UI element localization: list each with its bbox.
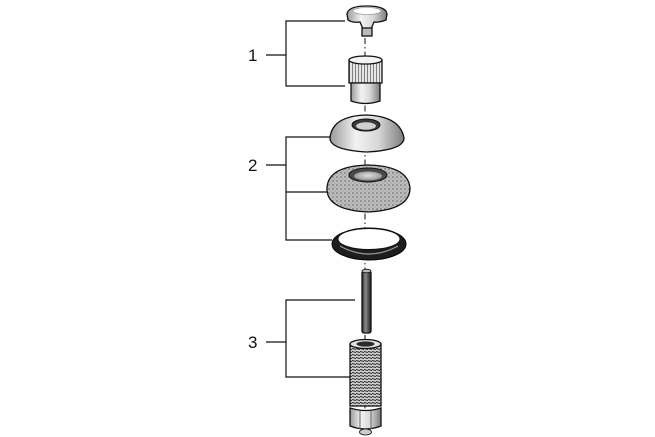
threaded-extension-sleeve <box>349 338 382 407</box>
callout-1: 1 <box>248 20 345 87</box>
sealing-ring <box>331 227 407 261</box>
hex-nut <box>349 407 382 436</box>
foam-insulation-ring <box>326 164 411 213</box>
callout-1-number: 1 <box>248 46 257 65</box>
callout-2-number: 2 <box>248 156 257 175</box>
callout-3-leader <box>266 299 355 378</box>
extension-rod <box>361 268 372 334</box>
valve-spindle <box>348 55 383 105</box>
callout-1-leader <box>266 20 345 87</box>
callout-2-leader <box>266 136 335 241</box>
callout-3-number: 3 <box>248 333 257 352</box>
valve-handle <box>346 5 388 37</box>
cover-rosette <box>329 114 405 153</box>
callout-2: 2 <box>248 136 335 241</box>
callout-3: 3 <box>248 299 355 378</box>
